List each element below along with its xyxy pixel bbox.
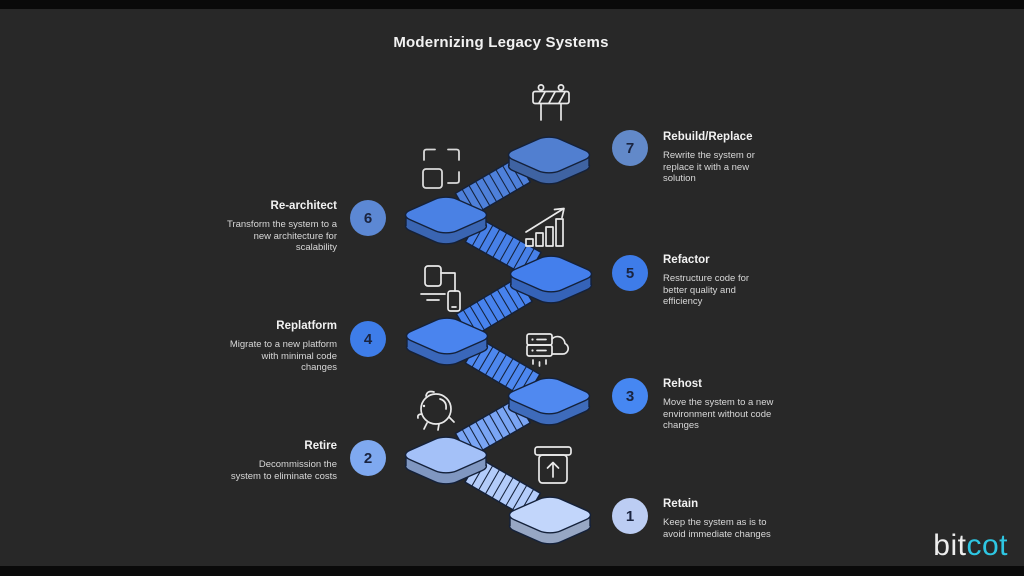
step-badge-2: 2 (350, 440, 386, 476)
step-label-rehost: Rehost Move the system to a new environm… (663, 378, 865, 432)
step-title: Rehost (663, 378, 702, 390)
bitcot-logo: bitcot (933, 529, 1008, 563)
frame-brackets-icon (418, 144, 466, 194)
construction-barrier-icon (529, 83, 573, 123)
logo-text-accent: cot (966, 529, 1008, 562)
step-title: Refactor (663, 254, 710, 266)
step-label-refactor: Refactor Restructure code for better qua… (663, 254, 865, 308)
step-badge-4: 4 (350, 321, 386, 357)
step-description: Restructure code for better quality and … (663, 273, 750, 307)
page-title: Modernizing Legacy Systems (393, 34, 609, 51)
step-label-retain: Retain Keep the system as is to avoid im… (663, 498, 865, 540)
step-description: Decommission the system to eliminate cos… (230, 459, 337, 482)
step-label-rebuild-replace: Rebuild/Replace Rewrite the system or re… (663, 131, 865, 185)
logo-text-primary: bit (933, 529, 967, 562)
letterbox-bar-bottom (0, 566, 1024, 576)
cloud-server-icon (523, 326, 571, 374)
growth-chart-icon (521, 204, 571, 250)
step-label-re-architect: Re-architect Transform the system to a n… (135, 200, 337, 254)
piggy-bank-icon (409, 387, 463, 435)
step-title: Retire (304, 440, 337, 452)
step-badge-7: 7 (612, 130, 648, 166)
step-badge-6: 6 (350, 200, 386, 236)
step-description: Move the system to a new environment wit… (663, 397, 774, 431)
step-title: Replatform (276, 320, 337, 332)
step-description: Transform the system to a new architectu… (227, 219, 337, 253)
step-description: Rewrite the system or replace it with a … (663, 150, 755, 184)
step-label-retire: Retire Decommission the system to elimin… (135, 440, 337, 482)
step-badge-3: 3 (612, 378, 648, 414)
step-description: Migrate to a new platform with minimal c… (229, 339, 337, 373)
letterbox-bar-top (0, 0, 1024, 9)
step-badge-1: 1 (612, 498, 648, 534)
step-title: Retain (663, 498, 699, 510)
step-title: Re-architect (270, 200, 337, 212)
step-title: Rebuild/Replace (663, 131, 753, 143)
step-description: Keep the system as is to avoid immediate… (663, 517, 771, 540)
step-badge-5: 5 (612, 255, 648, 291)
archive-box-icon (532, 443, 574, 493)
devices-icon (419, 262, 463, 315)
step-label-replatform: Replatform Migrate to a new platform wit… (135, 320, 337, 374)
